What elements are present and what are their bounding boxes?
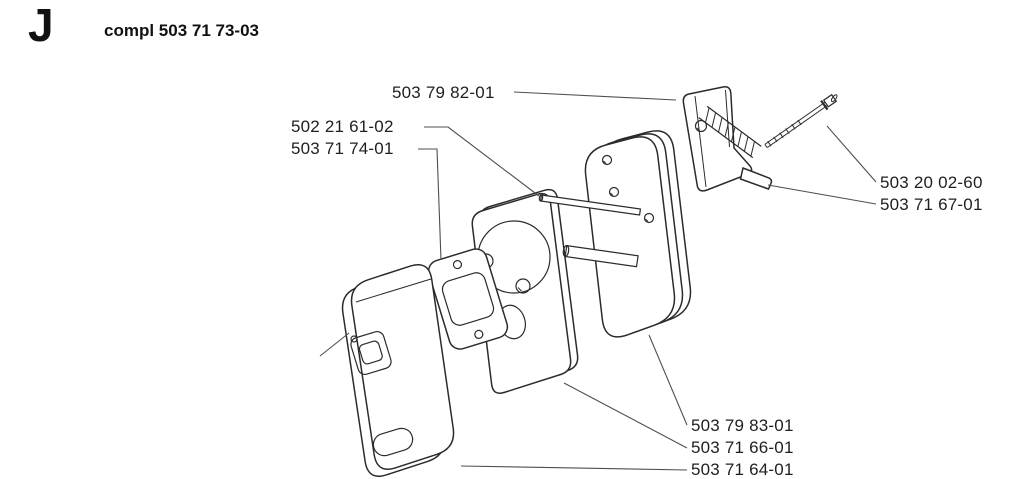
gasket xyxy=(427,248,509,350)
spring xyxy=(698,105,762,159)
assembly-title: compl 503 71 73-03 xyxy=(104,21,259,40)
part-label-503-71-64-01: 503 71 64-01 xyxy=(691,460,794,479)
leader-line-503-71-74-01 xyxy=(418,148,442,261)
leader-line-503-79-83-01 xyxy=(648,334,688,426)
leader-line-503-20-02-60 xyxy=(826,125,877,183)
leader-line-503-71-66-01 xyxy=(563,382,688,449)
bracket-strap xyxy=(739,166,773,190)
part-label-503-79-82-01: 503 79 82-01 xyxy=(392,83,495,102)
part-label-503-71-67-01: 503 71 67-01 xyxy=(880,195,983,214)
leader-line-503-79-82-01 xyxy=(513,91,677,101)
leader-line-502-21-61-02 xyxy=(424,126,540,197)
outlet-stud-lower xyxy=(562,244,639,268)
section-letter: J xyxy=(28,0,54,51)
leader-line-503-71-67-01 xyxy=(767,184,877,205)
part-label-503-71-74-01: 503 71 74-01 xyxy=(291,139,394,158)
muffler-cover xyxy=(341,263,455,477)
muffler-body xyxy=(584,130,692,338)
part-label-503-79-83-01: 503 79 83-01 xyxy=(691,416,794,435)
leader-lines xyxy=(319,91,877,471)
pointer-line-cover-window xyxy=(319,332,350,357)
leader-line-503-71-64-01 xyxy=(460,465,688,471)
part-label-502-21-61-02: 502 21 61-02 xyxy=(291,117,394,136)
part-label-503-71-66-01: 503 71 66-01 xyxy=(691,438,794,457)
mounting-stud-upper xyxy=(538,194,642,216)
baffle-plate xyxy=(471,188,579,394)
screw xyxy=(764,93,838,149)
part-label-503-20-02-60: 503 20 02-60 xyxy=(880,173,983,192)
